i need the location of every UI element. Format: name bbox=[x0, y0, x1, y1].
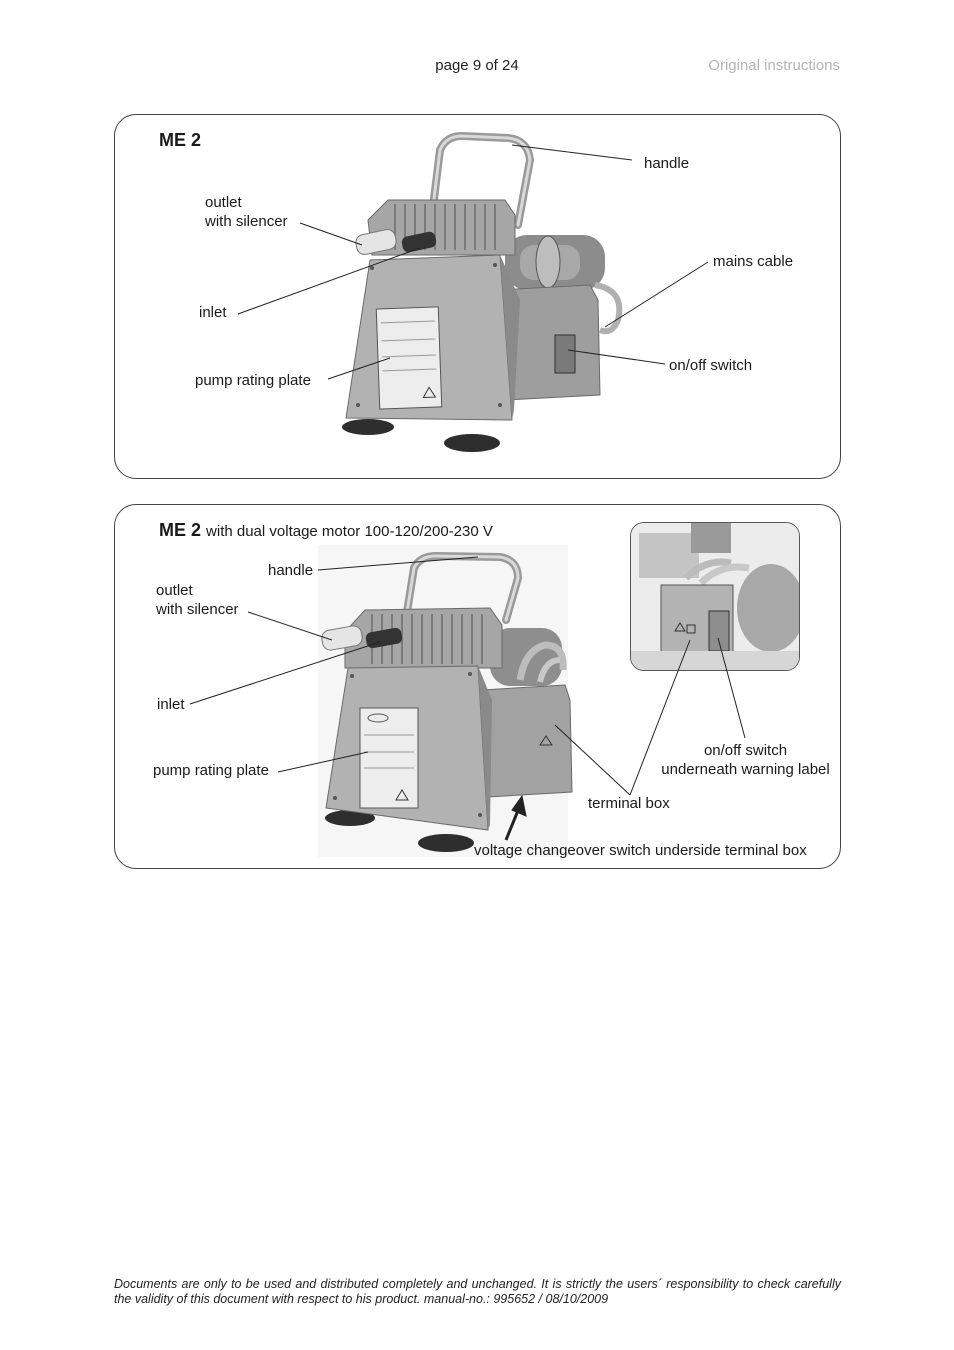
label-outlet: outlet with silencer bbox=[205, 193, 288, 231]
label-on-off-switch: on/off switch bbox=[669, 357, 753, 374]
label-terminal-box: terminal box bbox=[588, 795, 670, 812]
label-outlet-2-line1: outlet bbox=[156, 582, 193, 599]
label-outlet-2-line2: with silencer bbox=[156, 601, 239, 618]
footer-disclaimer: Documents are only to be used and distri… bbox=[114, 1277, 841, 1306]
page-indicator: page 9 of 24 bbox=[435, 57, 519, 74]
terminal-box-detail-inset bbox=[630, 522, 800, 671]
label-handle: handle bbox=[644, 155, 690, 172]
figure-1-leader-lines bbox=[237, 144, 709, 380]
label-on-off-line1: on/off switch bbox=[703, 742, 788, 759]
figure-2-title-model: ME 2 bbox=[159, 520, 202, 540]
figure-2-title-suffix: with dual voltage motor 100-120/200-230 … bbox=[206, 523, 493, 540]
figure-1-title: ME 2 bbox=[159, 130, 202, 150]
label-outlet-line1: outlet bbox=[205, 194, 242, 211]
label-outlet-line2: with silencer bbox=[205, 213, 288, 230]
label-inlet: inlet bbox=[199, 304, 227, 321]
voltage-switch-arrow bbox=[504, 794, 527, 841]
figure-2-title: ME 2 with dual voltage motor 100-120/200… bbox=[159, 520, 493, 541]
label-voltage-changeover-switch: voltage changeover switch underside term… bbox=[474, 842, 807, 859]
label-handle-2: handle bbox=[268, 562, 314, 579]
label-inlet-2: inlet bbox=[157, 696, 185, 713]
label-pump-rating-plate-2: pump rating plate bbox=[153, 762, 269, 779]
label-outlet-2: outlet with silencer bbox=[156, 581, 239, 619]
label-on-off-line2: underneath warning label bbox=[661, 761, 830, 778]
label-pump-rating-plate: pump rating plate bbox=[195, 372, 311, 389]
document-type-label: Original instructions bbox=[708, 57, 840, 74]
terminal-box-detail-image bbox=[631, 523, 799, 670]
pump-1-drawing bbox=[342, 131, 623, 452]
label-on-off-switch-2: on/off switch underneath warning label bbox=[659, 741, 832, 779]
pump-2-drawing bbox=[318, 545, 573, 857]
label-mains-cable: mains cable bbox=[713, 253, 794, 270]
figure-2-leader-lines bbox=[189, 556, 746, 796]
